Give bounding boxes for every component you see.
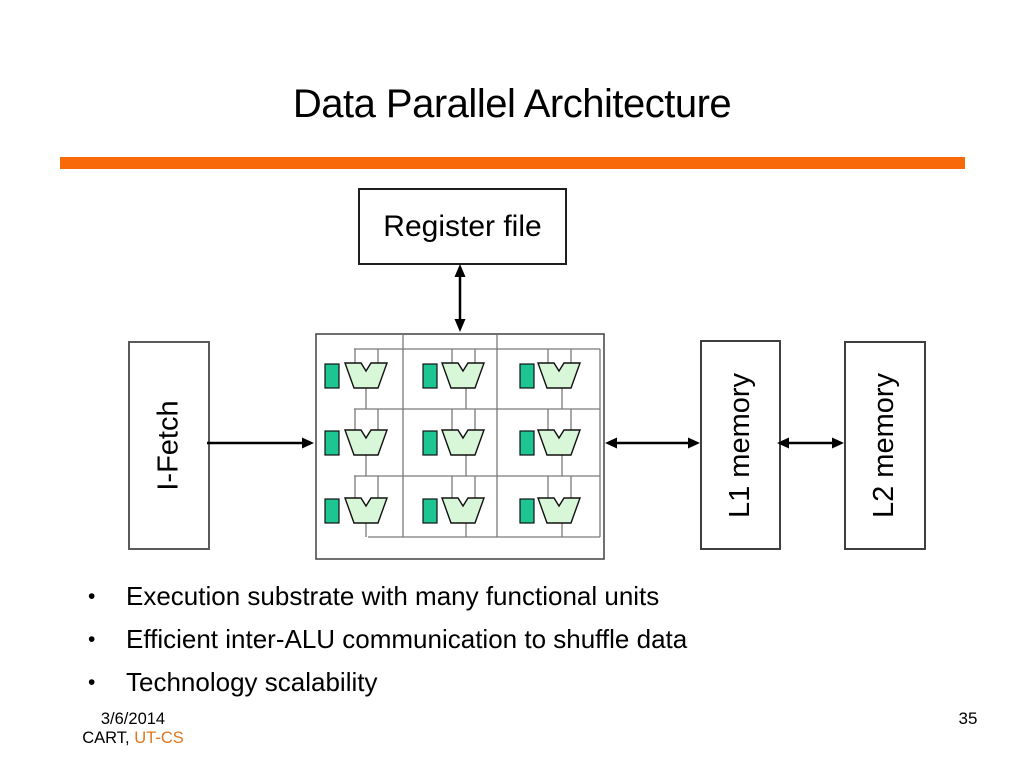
footer-org: CART, UT-CS (58, 729, 208, 748)
footer-org-highlight: UT-CS (134, 729, 184, 747)
alu-unit (344, 429, 388, 456)
arrow-array-l1-heads (605, 437, 700, 449)
register-cell (422, 363, 438, 389)
l1-memory-label: L1 memory (724, 372, 757, 518)
alu-unit (537, 429, 581, 456)
title-divider-bar (60, 157, 965, 169)
footer-org-name: CART, (82, 729, 130, 747)
l1-memory-box: L1 memory (700, 340, 781, 550)
register-cell (422, 430, 438, 456)
register-file-box: Register file (358, 188, 567, 265)
register-cell (519, 363, 535, 389)
register-cell (519, 498, 535, 524)
bullet-item: Efficient inter-ALU communication to shu… (88, 618, 968, 661)
bullet-item: Technology scalability (88, 661, 968, 704)
register-cell (324, 498, 340, 524)
register-file-label: Register file (383, 209, 542, 243)
arrow-ifetch-array-head (302, 437, 314, 449)
arrow-regfile-array-heads (454, 264, 466, 332)
alu-unit (344, 497, 388, 524)
alu-unit (537, 497, 581, 524)
alu-array-diagram (315, 333, 605, 560)
alu-unit (344, 362, 388, 389)
i-fetch-box: I-Fetch (128, 341, 210, 550)
page-number: 35 (958, 709, 978, 728)
i-fetch-label: I-Fetch (152, 400, 185, 491)
footer-date: 3/6/2014 (100, 710, 166, 728)
alu-unit (441, 362, 485, 389)
bullet-list: Execution substrate with many functional… (88, 575, 968, 704)
register-cell (422, 498, 438, 524)
slide-title: Data Parallel Architecture (292, 82, 732, 126)
alu-unit (441, 497, 485, 524)
alu-unit (441, 429, 485, 456)
l2-memory-box: L2 memory (844, 341, 926, 550)
alu-unit (537, 362, 581, 389)
register-cell (519, 430, 535, 456)
l2-memory-label: L2 memory (868, 372, 901, 519)
register-cell (324, 430, 340, 456)
register-cell (324, 363, 340, 389)
bullet-item: Execution substrate with many functional… (88, 575, 968, 618)
footer: 3/6/2014 CART, UT-CS (58, 710, 208, 748)
arrow-l1-l2-heads (777, 437, 844, 449)
